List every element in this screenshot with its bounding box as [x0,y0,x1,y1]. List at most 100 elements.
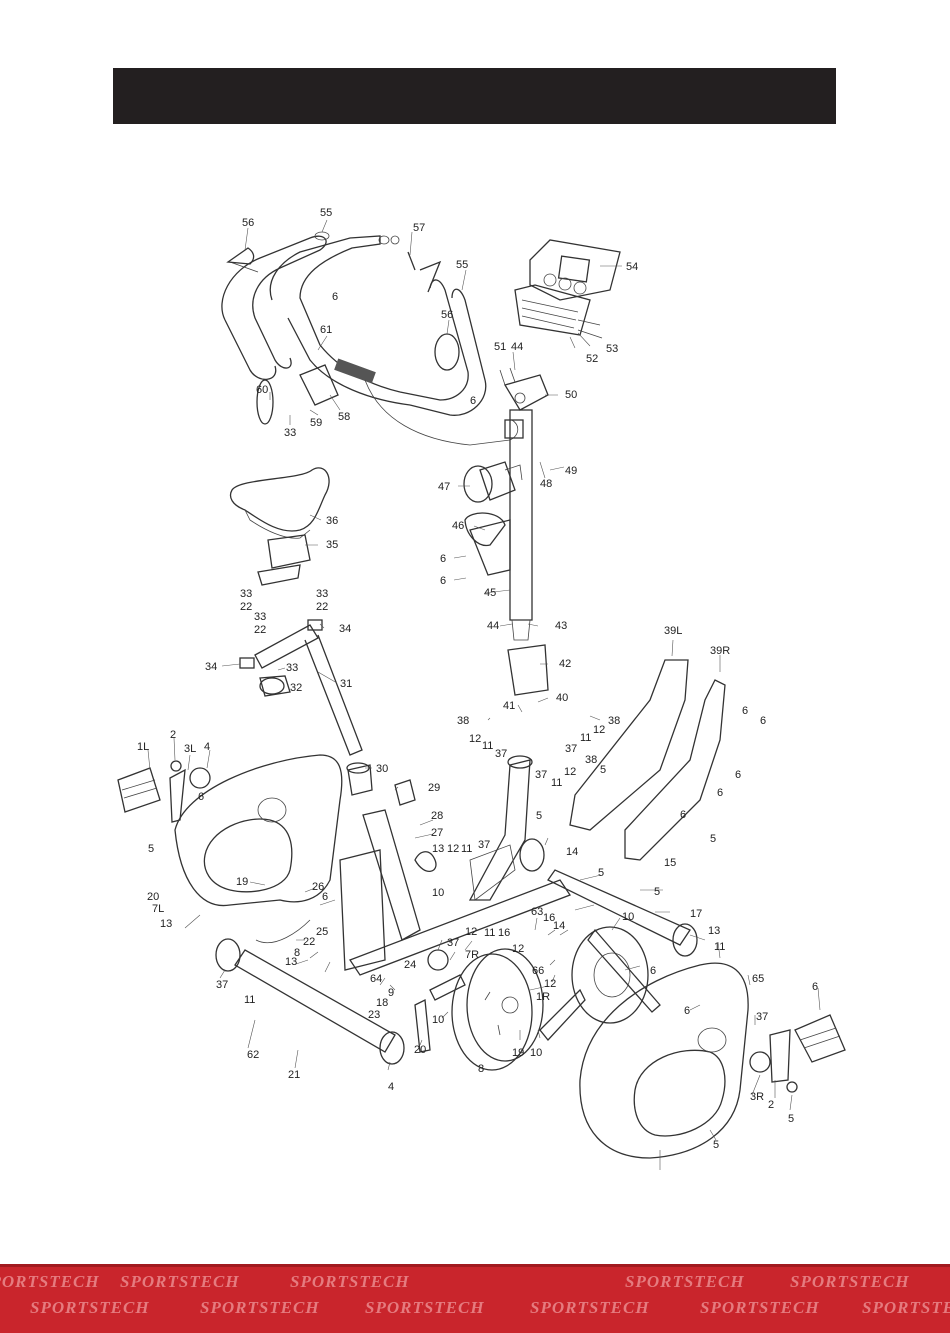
footer-watermark: SPORTSTECH [862,1298,950,1317]
callout-5: 19 [236,876,248,888]
leader-lines [147,219,821,1170]
upper-covers [569,659,726,861]
callout-5: 5 [600,764,606,776]
callout-13: 25 [316,926,328,938]
callout-47: 47 [438,481,450,493]
pedals [117,760,846,1093]
callout-6: 6 [440,575,446,587]
callout-14: 14 [566,846,578,858]
callout-12: 9 [388,987,394,999]
callout-labels: 56 55 57 6 55 54 61 56 51 44 53 52 60 33… [137,207,818,1151]
callout-60: 60 [256,384,268,396]
callout-7R: 11 [714,941,725,953]
callout-33: 33 [286,662,298,674]
callout-56: 56 [441,309,453,321]
callout-33: 33 [284,427,296,439]
callout-7L: 13 [160,918,172,930]
callout-12: 12 [469,733,481,745]
callout-37: 37 [478,839,490,851]
callout-64: 66 [532,965,544,977]
callout-34: 34 [205,661,217,673]
callout-16: 14 [553,920,565,932]
callout-19: 26 [312,881,324,893]
callout-20: 6 [322,891,328,903]
grip-plates [226,247,460,371]
callout-22: 22 [316,601,328,613]
callout-10: 62 [247,1049,259,1061]
callout-41: 41 [503,700,515,712]
callout-11: 16 [498,927,510,939]
pulley [539,926,661,1041]
callout-40: 40 [556,692,568,704]
callout-26: 10 [432,887,444,899]
callout-49: 49 [565,465,577,477]
callout-34: 34 [339,623,351,635]
callout-17: 16 [543,912,555,924]
callout-43: 43 [555,620,567,632]
callout-12: 22 [303,936,315,948]
callout-36: 36 [326,515,338,527]
footer-watermark: SPORTSTECH [790,1272,910,1291]
callout-62: 20 [414,1044,426,1056]
callout-54: 54 [626,261,638,273]
callout-28: 28 [431,810,443,822]
callout-12: 12 [447,843,459,855]
callout-6: 6 [735,769,741,781]
callout-6: 6 [742,705,748,717]
callout-3R: 2 [768,1099,774,1111]
callout-38: 38 [457,715,469,727]
callout-9: 11 [244,994,255,1006]
callout-6: 6 [470,395,476,407]
callout-50: 50 [565,389,577,401]
callout-5: 20 [147,891,159,903]
callout-22: 22 [240,601,252,613]
callout-39R: 39R [710,645,730,657]
callout-55: 55 [320,207,332,219]
handlebar-assembly [221,231,519,446]
callout-45: 45 [484,587,496,599]
footer-watermark: SPORTSTECH [700,1298,820,1317]
right-cover [579,962,749,1159]
callout-25: 37 [447,937,459,949]
footer-watermark: SPORTSTECH [120,1272,240,1291]
callout-56: 56 [242,217,254,229]
callout-6: 6 [332,291,338,303]
callout-13: 13 [432,843,444,855]
callout-42: 42 [559,658,571,670]
callout-38: 38 [608,715,620,727]
callout-11: 8 [294,947,300,959]
callout-18: 1R [536,991,550,1003]
callout-8: 4 [388,1081,394,1093]
post-bushing [507,644,549,696]
callout-12: 12 [564,766,576,778]
callout-3L: 3L [184,743,196,755]
seat-post [239,619,363,756]
callout-44: 44 [511,341,523,353]
flywheel [451,948,544,1071]
callout-12: 12 [593,724,605,736]
callout-30: 30 [376,763,388,775]
callout-24: 7R [465,949,479,961]
left-cover [174,754,343,907]
callout-11: 11 [551,777,562,789]
callout-6: 65 [752,973,764,985]
footer-watermark: SPORTSTECH [200,1298,320,1317]
callout-10: 5 [654,886,660,898]
callout-5: 15 [664,857,676,869]
callout-33: 33 [316,588,328,600]
callout-46: 46 [452,520,464,532]
callout-19: 10 [530,1047,542,1059]
callout-32: 32 [290,682,302,694]
callout-37: 13 [285,956,297,968]
callout-37: 37 [535,769,547,781]
callout-4: 3R [750,1091,764,1103]
header-bar [113,68,836,124]
callout-55: 55 [456,259,468,271]
callout-4: 4 [204,741,210,753]
callout-11: 11 [580,732,591,744]
callout-22: 24 [404,959,416,971]
callout-20: 19 [512,1047,524,1059]
callout-63: 10 [622,911,634,923]
callout-29: 29 [428,782,440,794]
callout-6: 6 [760,715,766,727]
